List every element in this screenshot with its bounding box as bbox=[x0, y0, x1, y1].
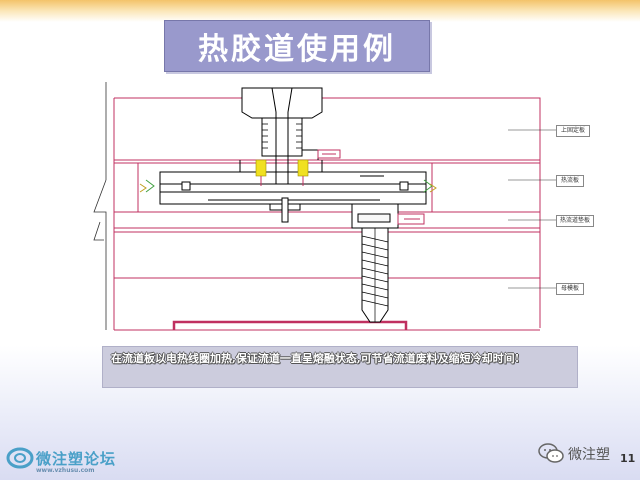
mold-frame bbox=[113, 97, 541, 331]
caption-box: 在流道板以电热线圈加热,保证流道一直呈熔融状态,可节省流道废料及缩短冷却时间! bbox=[102, 346, 578, 388]
forum-logo-icon bbox=[6, 447, 34, 469]
title-banner: 热胶道使用例 bbox=[164, 20, 430, 72]
page-number: 11 bbox=[620, 452, 636, 465]
forum-brand: 微注塑论坛 www.vzhusu.com bbox=[6, 440, 136, 474]
break-lines bbox=[93, 82, 107, 330]
label-manifold-backing-plate: 热流道垫板 bbox=[556, 215, 594, 227]
leader-lines bbox=[508, 129, 556, 289]
sprue-bushing bbox=[241, 87, 323, 184]
upper-connector bbox=[302, 149, 341, 160]
caption-text: 在流道板以电热线圈加热,保证流道一直呈熔融状态,可节省流道废料及缩短冷却时间! bbox=[111, 352, 520, 365]
wechat-account-name: 微注塑 bbox=[568, 447, 610, 463]
top-gradient-band bbox=[0, 0, 640, 22]
center-support bbox=[269, 197, 301, 223]
forum-url: www.vzhusu.com bbox=[36, 467, 95, 474]
hot-runner-nozzle bbox=[351, 203, 425, 323]
heater-elements bbox=[255, 159, 309, 186]
cable-glands bbox=[139, 179, 437, 193]
label-manifold-plate: 热流板 bbox=[556, 175, 584, 187]
label-top-clamp-plate: 上固定板 bbox=[556, 125, 590, 137]
slide-title: 热胶道使用例 bbox=[198, 32, 396, 67]
wechat-icon bbox=[538, 443, 564, 463]
wechat-brand: 微注塑 bbox=[538, 438, 628, 468]
label-cavity-plate: 母模板 bbox=[556, 283, 584, 295]
manifold-plate bbox=[159, 160, 427, 205]
forum-name: 微注塑论坛 bbox=[36, 450, 117, 468]
